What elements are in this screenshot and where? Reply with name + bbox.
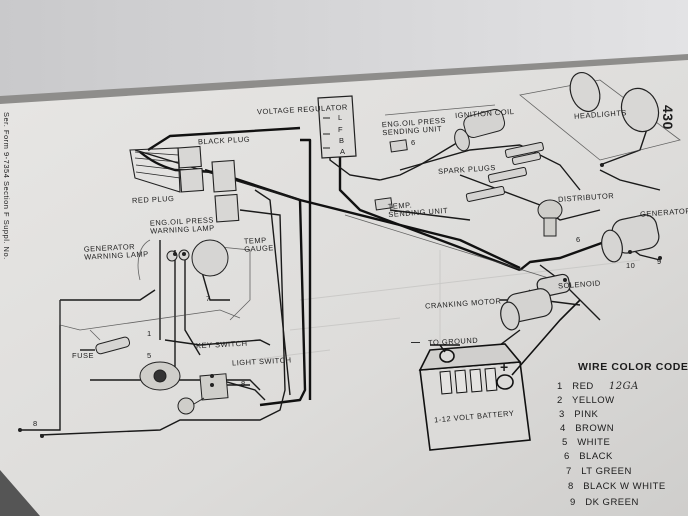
legend-item: 5 WHITE: [562, 438, 610, 448]
legend-color: BROWN: [575, 423, 615, 434]
legend-item: 9 DK GREEN: [570, 498, 639, 508]
legend-item: 3 PINK: [559, 410, 598, 420]
battery-drawing: [418, 343, 531, 451]
legend-num: 3: [559, 409, 565, 420]
regulator-terminal-a: A: [340, 147, 346, 156]
wire-number: 5: [147, 351, 152, 360]
red-plug-label: RED PLUG: [131, 193, 175, 206]
legend-num: 5: [562, 437, 568, 448]
regulator-terminal-f: F: [338, 125, 344, 134]
wire-number: 6: [411, 138, 416, 147]
wire-number: 10: [626, 261, 636, 270]
wire-number: 8: [241, 379, 246, 388]
legend-color: PINK: [574, 409, 599, 420]
legend-color: BLACK: [579, 451, 613, 462]
regulator-terminal-b: B: [339, 136, 345, 145]
voltage-regulator-box: [317, 95, 357, 159]
wire-number: 9: [657, 257, 662, 266]
legend-num: 1: [557, 381, 563, 392]
legend-num: 7: [566, 466, 572, 477]
battery-plus-sign: +: [500, 359, 509, 375]
wire-number: 6: [576, 235, 581, 244]
legend-num: 8: [568, 481, 574, 492]
legend-num: 9: [570, 497, 576, 508]
legend-item: 8 BLACK W WHITE: [568, 482, 666, 492]
back-page: [0, 0, 688, 100]
side-note: Ser. Form 9-7354 Section F Suppl. No.: [2, 112, 11, 260]
legend-color: YELLOW: [572, 395, 615, 406]
legend-item: 4 BROWN: [560, 424, 614, 434]
legend-color: BLACK W WHITE: [583, 481, 666, 492]
legend-item: 2 YELLOW: [557, 396, 615, 406]
legend-handwritten-note: 12GA: [608, 381, 639, 392]
page-number: 430: [660, 105, 676, 130]
legend-color: WHITE: [577, 437, 611, 448]
legend-num: 4: [560, 423, 566, 434]
legend-item: 1 RED 12GA: [557, 382, 639, 392]
legend-num: 6: [564, 451, 570, 462]
temp-gauge-label: TEMP GAUGE: [243, 235, 274, 254]
legend-num: 2: [557, 395, 563, 406]
wire-color-code-title: WIRE COLOR CODE: [578, 361, 688, 373]
generator-warning-lamp-label: GENERATOR WARNING LAMP: [83, 242, 149, 262]
wire-number: 1: [147, 329, 152, 338]
legend-color: LT GREEN: [581, 466, 632, 477]
legend-item: 6 BLACK: [564, 452, 613, 462]
legend-color: DK GREEN: [585, 497, 639, 508]
legend-color: RED: [572, 381, 594, 392]
wire-number: 7: [206, 294, 211, 303]
battery-minus-sign: —: [411, 337, 421, 347]
wire-number: 8: [33, 419, 38, 428]
fuse-label: FUSE: [72, 351, 95, 360]
eng-oil-press-warning-lamp-label: ENG.OIL PRESS WARNING LAMP: [149, 215, 215, 236]
legend-item: 7 LT GREEN: [566, 467, 632, 477]
regulator-terminal-l: L: [338, 113, 343, 122]
